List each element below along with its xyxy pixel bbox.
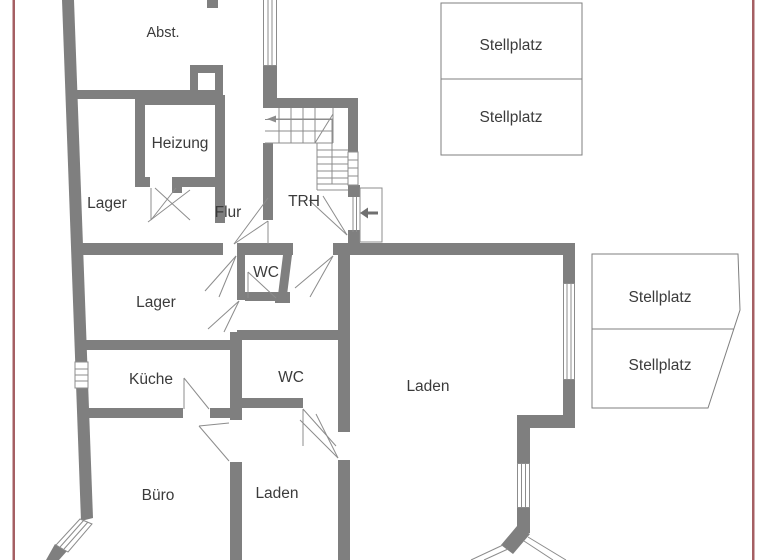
parking-label-right-1: Stellplatz (629, 289, 692, 306)
door-flur-lager (204, 255, 237, 298)
wall-center-vert-upper (230, 332, 242, 420)
wall-hall-bottom (237, 330, 348, 340)
door-flur-trh (233, 197, 269, 245)
parking-label-right-2: Stellplatz (629, 357, 692, 374)
parking-label-top-1: Stellplatz (480, 37, 543, 54)
entry-niche (359, 187, 383, 243)
entry-door-leaf (352, 197, 357, 232)
wall-center-vert-lower (230, 462, 242, 560)
stair-walkline (276, 118, 333, 184)
wall-heizung-left (135, 95, 145, 185)
wall-laden-left-lower (338, 460, 350, 560)
wall-heizung-right (215, 95, 225, 223)
door-laden (299, 413, 339, 459)
wall-window-column (263, 66, 277, 108)
door-wc2-exit (302, 408, 337, 447)
parking-label-top-2: Stellplatz (480, 109, 543, 126)
window-top (263, 0, 277, 66)
window-trh-right (347, 151, 359, 186)
stair-direction-arrow-icon (267, 115, 276, 123)
wall-wc1-left (237, 255, 245, 300)
staircase (265, 108, 348, 191)
room-label-kueche: Küche (129, 371, 173, 388)
window-laden-right (563, 283, 575, 380)
parking-right-outline (591, 253, 741, 409)
room-label-wc-upper: WC (253, 264, 279, 281)
wall-kueche-bottom-right (210, 408, 242, 418)
wall-right-lower2 (517, 508, 530, 533)
door-swings (147, 187, 567, 560)
wall-right-jog (517, 415, 575, 428)
entry-arrow-icon (360, 207, 378, 219)
windows (55, 0, 575, 553)
wall-right-upper (563, 243, 575, 283)
frame-left (12, 0, 15, 560)
door-kueche (183, 377, 210, 410)
door-trh-hall (294, 255, 334, 298)
window-kueche (74, 361, 89, 389)
wall-mid-right (333, 243, 575, 255)
wall-right-lower1 (517, 428, 530, 463)
wall-left-outer (62, 0, 93, 521)
room-label-wc-lower: WC (278, 369, 304, 386)
window-lower-right (517, 463, 530, 508)
room-label-heizung: Heizung (152, 135, 209, 152)
wall-heizung-top (135, 95, 225, 105)
wall-right-below-window (563, 380, 575, 415)
room-label-flur: Flur (215, 204, 242, 221)
wall-corner-chamfer (501, 526, 530, 554)
wall-mid-left (77, 243, 223, 255)
wall-kueche-bottom (82, 408, 183, 418)
parking-areas (440, 2, 741, 409)
wall-trh-top (263, 98, 358, 108)
frame-lines (12, 0, 755, 560)
wall-trh-right-upper (348, 108, 358, 152)
wall-trh-left (263, 143, 273, 220)
room-label-lager-top: Lager (87, 195, 127, 212)
window-buero-diagonal (55, 518, 93, 553)
room-label-buero: Büro (142, 487, 175, 504)
door-heizung (147, 187, 191, 223)
chimney-flue (198, 73, 215, 90)
wall-wc1-right-slant (277, 255, 292, 303)
wall-mid-center (237, 243, 293, 255)
walls (46, 0, 575, 560)
door-entry-swing (308, 195, 348, 236)
wall-heizung-bottom-right (172, 177, 225, 187)
wall-heizung-bottom-left (135, 177, 150, 187)
wall-lager-top (66, 90, 192, 99)
wall-wc1-bottom (245, 292, 278, 301)
door-wc1-inner (247, 271, 277, 299)
wall-laden-left-upper (338, 255, 350, 432)
wall-wc2-bottom (242, 398, 303, 408)
room-label-laden-main: Laden (406, 378, 449, 395)
door-wc1-exit (207, 300, 240, 333)
wall-kueche-top (82, 340, 238, 350)
room-label-trh: TRH (288, 193, 320, 210)
wall-trh-right-block1 (348, 185, 360, 197)
room-labels: Abst. Heizung Lager Flur TRH WC Lager Kü… (87, 25, 691, 504)
room-label-lager-mid: Lager (136, 294, 176, 311)
wall-top-stub (207, 0, 218, 8)
wall-heizung-hinge (172, 185, 182, 193)
room-label-abst: Abst. (146, 25, 179, 41)
door-corner-entrance (470, 536, 567, 560)
wall-trh-right-block2 (348, 230, 360, 243)
door-buero (198, 422, 230, 462)
frame-right (752, 0, 755, 560)
room-label-laden-bottom: Laden (255, 485, 298, 502)
